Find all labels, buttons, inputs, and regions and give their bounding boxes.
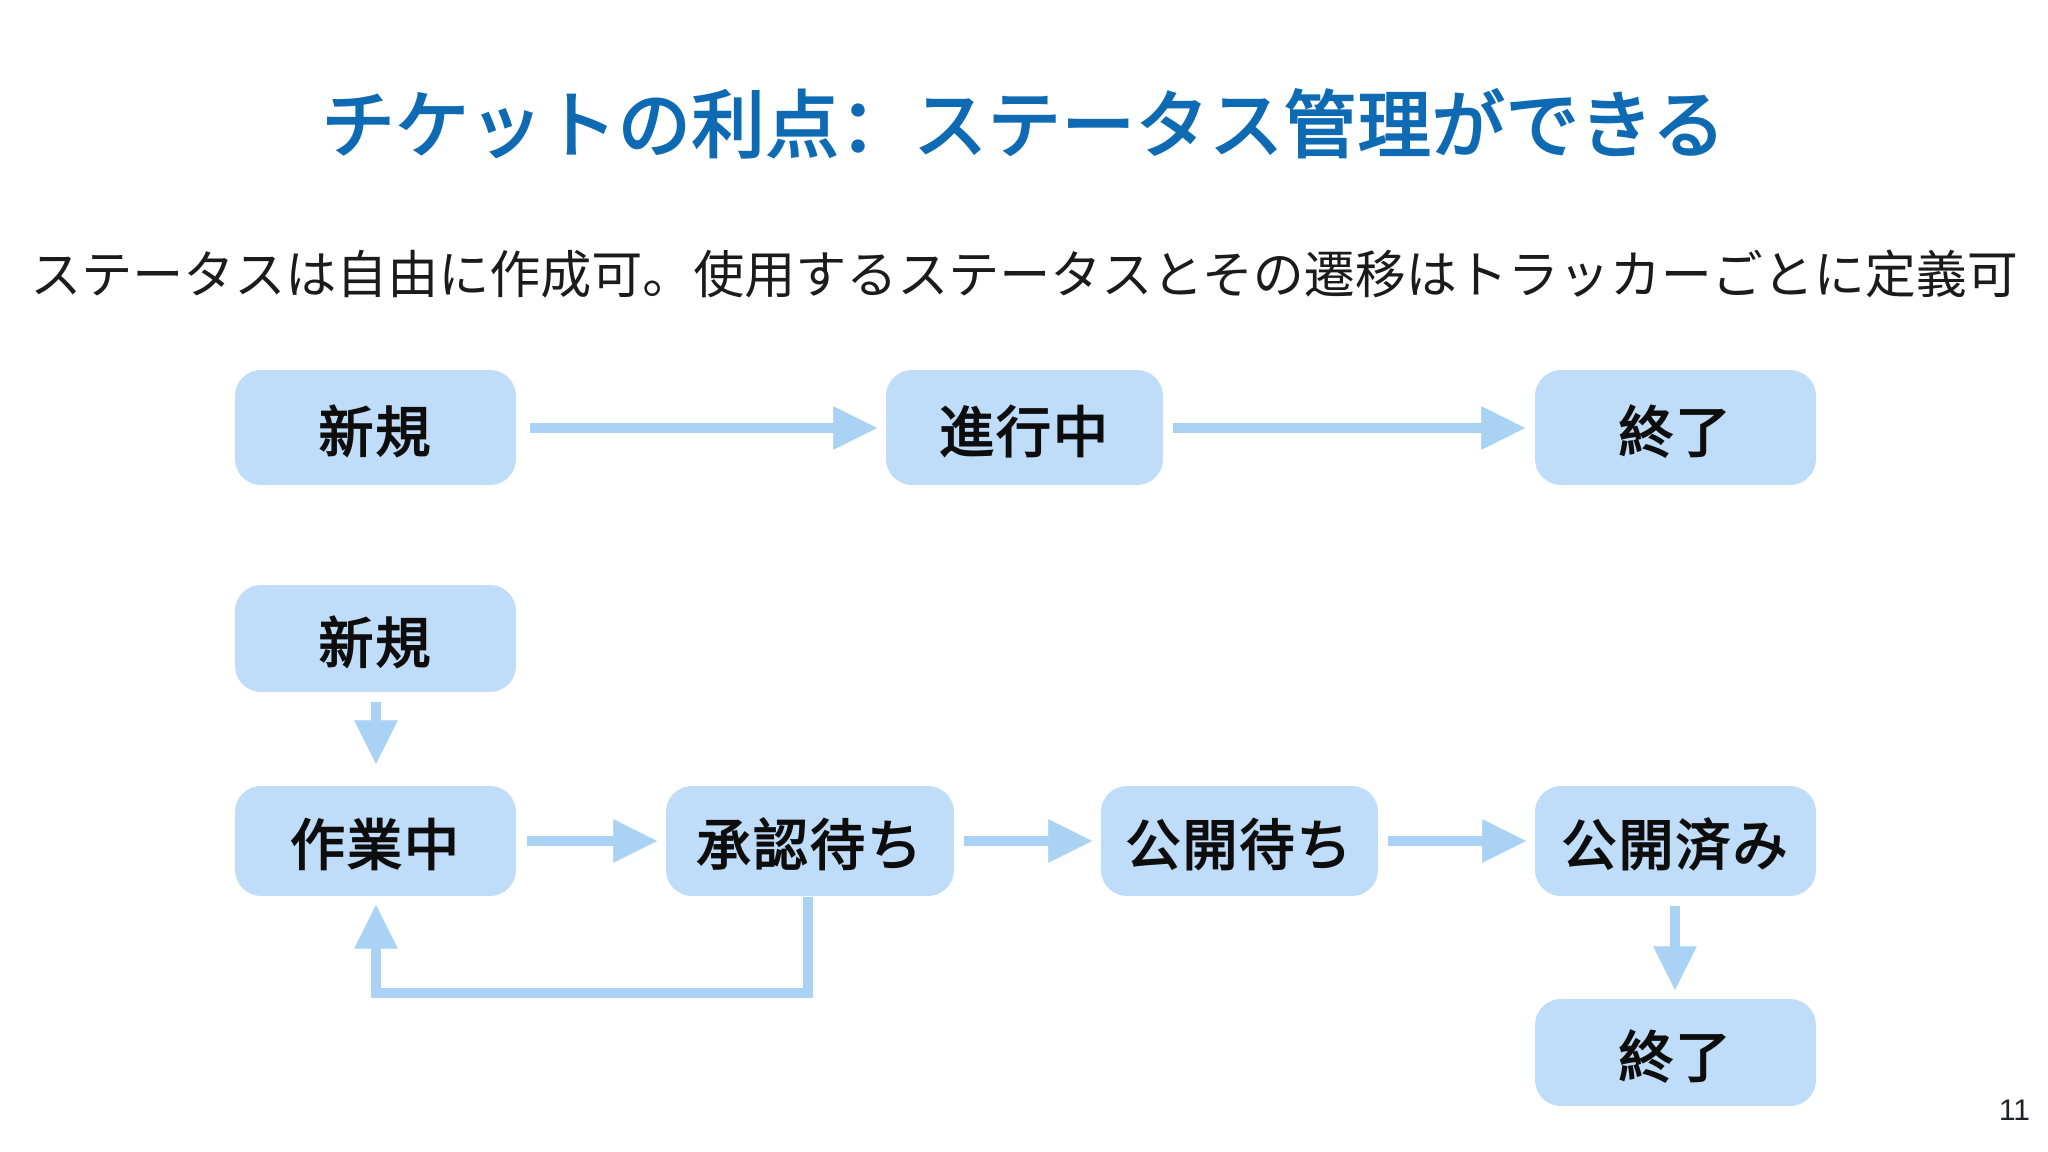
status-node-in-progress: 進行中 — [886, 370, 1163, 485]
status-node-published: 公開済み — [1535, 786, 1816, 896]
page-number: 11 — [1998, 1094, 2030, 1127]
status-node-working: 作業中 — [235, 786, 516, 896]
arrow-loop-awaiting-approval-to-working — [353, 897, 813, 998]
status-node-new-2: 新規 — [235, 585, 516, 692]
status-node-closed: 終了 — [1535, 370, 1816, 485]
status-node-awaiting-approval: 承認待ち — [666, 786, 954, 896]
status-node-closed-2: 終了 — [1535, 999, 1816, 1106]
status-node-awaiting-publish: 公開待ち — [1101, 786, 1378, 896]
slide-subtitle: ステータスは自由に作成可。使用するステータスとその遷移はトラッカーごとに定義可 — [30, 247, 2018, 304]
status-node-new: 新規 — [235, 370, 516, 485]
slide-title: チケットの利点：ステータス管理ができる — [321, 85, 1727, 167]
